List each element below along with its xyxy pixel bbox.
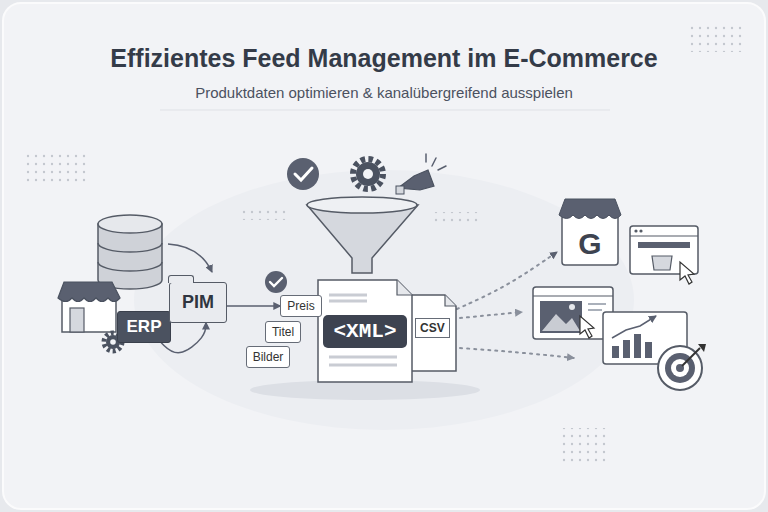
- background-part: [160, 110, 610, 111]
- database-icon: [98, 215, 162, 289]
- background-part: [560, 428, 610, 464]
- browser-window-part: [639, 229, 642, 232]
- target-icon-part: [682, 348, 700, 366]
- browser-window-part: [630, 226, 698, 274]
- document-outline-part: [318, 280, 412, 382]
- browser-window-part: [634, 229, 637, 232]
- chart-icon-part: [645, 342, 652, 358]
- check-icon-part: [265, 271, 287, 293]
- feed-document: <XML>: [317, 279, 413, 383]
- document-outline-part: [329, 364, 397, 367]
- format-label: <XML>: [323, 315, 406, 348]
- title: Effizientes Feed Management im E-Commerc…: [0, 44, 768, 73]
- channel-shop: G: [557, 197, 623, 267]
- image-browser-part: [588, 309, 602, 311]
- folder-tab: [168, 275, 194, 283]
- shop-icon-part: [58, 282, 120, 302]
- image-browser-part: [580, 316, 594, 338]
- field-tag: Bilder: [246, 346, 291, 368]
- gear-icon: [353, 159, 383, 189]
- gear-icon-part: [110, 339, 116, 345]
- image-browser-part: [540, 301, 582, 333]
- database-icon-part: [98, 215, 162, 233]
- image-browser-part: [533, 287, 613, 339]
- shop-outline-part: [562, 215, 618, 265]
- browser-window: [630, 226, 698, 284]
- shop-icon-part: [70, 308, 84, 332]
- dotted-connector: [457, 252, 557, 309]
- check-icon-part: [295, 168, 312, 180]
- caption: Produktdaten optimieren & kanalübergreif…: [0, 84, 768, 101]
- background: [3, 3, 765, 509]
- database-icon-part: [98, 243, 162, 271]
- browser-window-part: [652, 256, 672, 270]
- gear-icon-part: [353, 159, 383, 189]
- document-outline-part: [329, 300, 367, 303]
- image-browser-part: [569, 304, 575, 310]
- document-outline-part: [329, 294, 367, 297]
- gear-icon-part: [356, 162, 380, 186]
- system-box: ERP: [117, 311, 172, 343]
- feed-document: CSV: [407, 294, 457, 372]
- target-icon: [658, 344, 706, 390]
- field-tag: Preis: [280, 295, 321, 317]
- funnel-icon: [307, 197, 418, 273]
- flow-arrow: [168, 244, 212, 272]
- shop-icon: [58, 282, 120, 332]
- background-part: [3, 3, 765, 509]
- node-label: Bilder: [253, 350, 284, 364]
- document-outline-part: [397, 280, 412, 295]
- image-browser-part: [588, 303, 606, 305]
- background-part: [250, 380, 480, 400]
- check-icon: [265, 158, 319, 293]
- shop-outline-part: [559, 199, 621, 219]
- browser-window-part: [630, 235, 698, 236]
- field-tag: Titel: [265, 321, 301, 343]
- check-icon-part: [287, 158, 319, 190]
- chart-icon-part: [634, 334, 641, 358]
- image-browser: [533, 287, 613, 339]
- node-label: Preis: [287, 299, 314, 313]
- flow-connector: [227, 305, 280, 307]
- background-part: [240, 210, 288, 220]
- target-icon-part: [658, 346, 702, 390]
- document-outline-part: [408, 295, 456, 371]
- document-outline-part: [445, 295, 456, 306]
- browser-window-part: [680, 262, 694, 284]
- dotted-arrow-part: [460, 312, 522, 318]
- funnel-icon-part: [307, 205, 418, 273]
- chart-icon-part: [612, 316, 656, 338]
- image-browser-part: [533, 295, 613, 296]
- shop-icon-part: [62, 298, 116, 332]
- node-label: CSV: [415, 318, 450, 338]
- node-label: Titel: [272, 325, 294, 339]
- check-icon-part: [270, 278, 282, 286]
- chart-icon-part: [623, 340, 630, 358]
- megaphone-icon-part: [426, 154, 446, 170]
- funnel-icon-part: [307, 197, 417, 213]
- dotted-arrow-part: [460, 348, 574, 358]
- browser-window-part: [638, 242, 690, 248]
- megaphone-icon: [396, 154, 446, 194]
- megaphone-icon-part: [396, 186, 404, 194]
- background-part: [430, 212, 478, 222]
- node-label: PIM: [182, 292, 214, 313]
- gear-icon-part: [363, 169, 373, 179]
- target-icon-part: [698, 344, 706, 352]
- node-label: G: [578, 229, 601, 259]
- background-part: [22, 150, 86, 182]
- folder-box: PIM: [169, 282, 227, 323]
- background-part: [688, 22, 744, 52]
- chart-icon-part: [612, 346, 619, 358]
- background-part: [134, 170, 634, 430]
- node-label: ERP: [127, 317, 162, 337]
- image-browser-part: [542, 314, 580, 331]
- document-outline-part: [329, 356, 397, 359]
